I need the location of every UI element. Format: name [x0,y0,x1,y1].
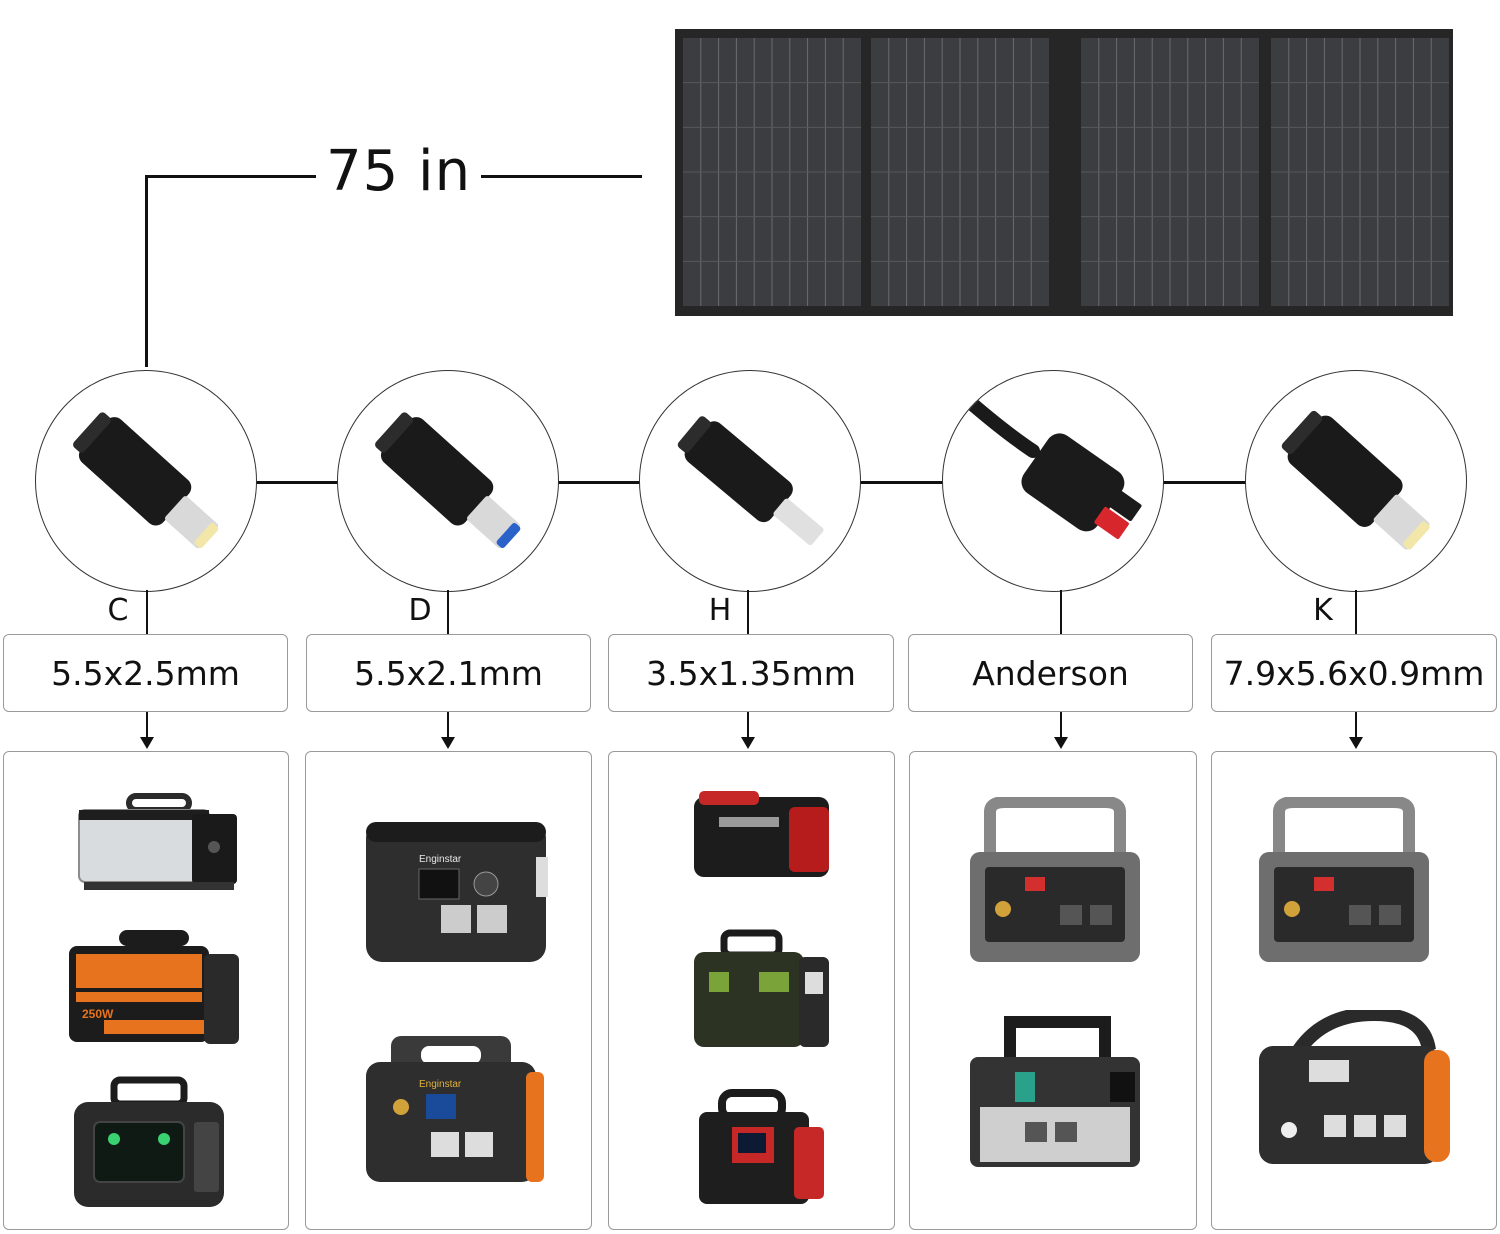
connector-letter: H [708,593,732,628]
cable-horizontal-left [145,175,317,178]
arrow-down-icon [441,737,455,749]
power-station-enginstar-orange-icon: Enginstar [366,1036,544,1182]
power-station-silver-icon [78,793,237,890]
dc-plug-d-icon [375,412,521,549]
solar-panel-graphic [675,29,1453,316]
power-station-enginstar-icon: Enginstar [366,822,548,962]
size-label-d: 5.5x2.1mm [306,634,591,712]
dc-plug-h-icon [677,416,824,546]
size-label-h: 3.5x1.35mm [608,634,894,712]
cable-horizontal-right [460,175,642,178]
arrow-stem [1060,712,1062,738]
device-brand: Enginstar [419,854,462,865]
devices-box-k [1211,751,1497,1230]
power-station-grey-large-icon [970,797,1140,962]
devices-box-h [608,751,895,1230]
devices-box-c: 250W [3,751,289,1230]
arrow-stem [447,712,449,738]
size-label-c: 5.5x2.5mm [3,634,288,712]
power-station-green-camo-icon [694,929,829,1047]
devices-box-d: Enginstar Enginstar [305,751,592,1230]
power-station-grey-large-icon [1259,797,1429,962]
connector-d-circle [337,370,559,592]
arrow-stem [1355,712,1357,738]
device-badge: 250W [82,1007,114,1021]
arrow-down-icon [741,737,755,749]
arrow-stem [146,712,148,738]
power-station-red-handle-icon [699,1089,824,1204]
arrow-down-icon [1349,737,1363,749]
connector-link [255,481,339,484]
dc-plug-k-icon [1281,410,1430,550]
connector-link [557,481,641,484]
drop-line [146,590,148,634]
size-label-anderson: Anderson [908,634,1193,712]
cable-length-label: 75 in [316,140,482,204]
connector-letter: C [107,593,129,628]
connector-c-circle [35,370,257,592]
drop-line [1355,590,1357,634]
device-brand: Enginstar [419,1079,462,1090]
power-station-red-black-icon [694,791,829,877]
arrow-down-icon [1054,737,1068,749]
connector-link [860,481,944,484]
connector-letter: D [408,593,432,628]
connector-k-circle [1245,370,1467,592]
arrow-stem [747,712,749,738]
size-label-k: 7.9x5.6x0.9mm [1211,634,1497,712]
arrow-down-icon [140,737,154,749]
devices-box-anderson [909,751,1197,1230]
power-station-grey-handle-icon [970,1016,1140,1167]
power-station-orange-icon: 250W [69,930,239,1044]
power-station-orange-black-icon [1259,1010,1450,1164]
connector-anderson-circle [942,370,1164,592]
drop-line [747,590,749,634]
power-station-green-display-icon [74,1076,224,1207]
solar-panel [675,29,1453,316]
anderson-plug-icon [956,389,1142,539]
drop-line [447,590,449,634]
connector-letter: K [1313,593,1333,628]
cable-vertical [145,175,148,367]
connector-link [1163,481,1247,484]
drop-line [1060,590,1062,634]
connector-h-circle [639,370,861,592]
dc-plug-c-icon [73,412,219,549]
